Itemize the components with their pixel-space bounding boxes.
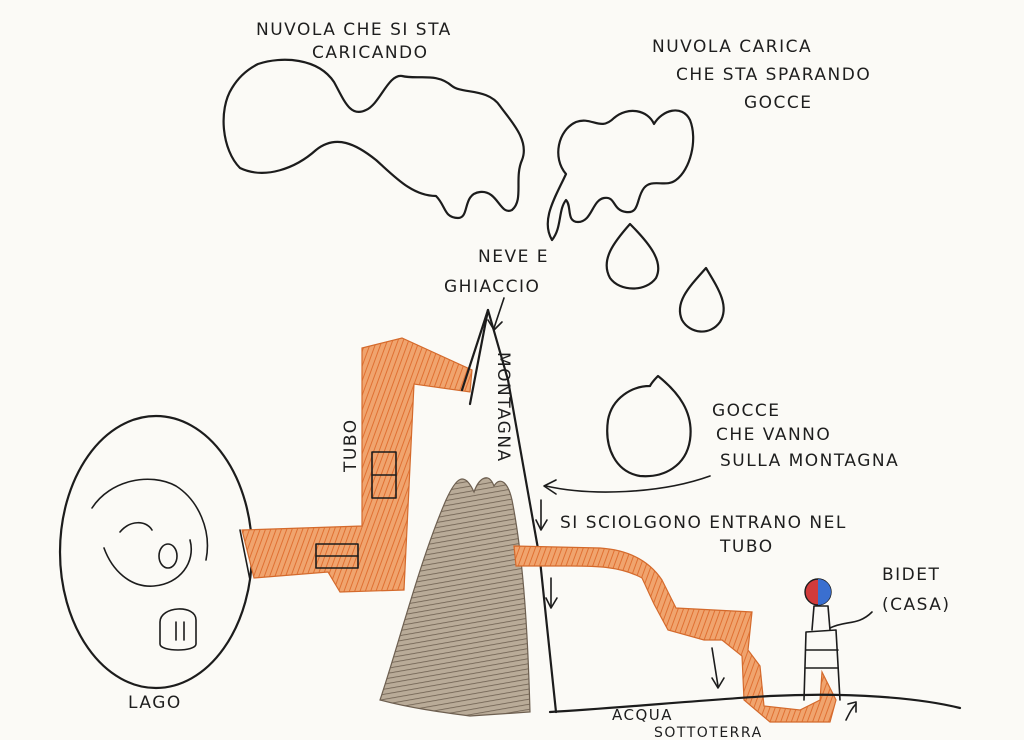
label-mountain: MONTAGNA — [493, 352, 513, 463]
arrow-melt-down — [535, 499, 548, 531]
raindrop-icon — [606, 374, 692, 478]
cloud-left-icon — [222, 58, 525, 220]
label-cloud-loading-line2: CARICANDO — [312, 43, 429, 63]
label-snow-ice-line2: GHIACCIO — [444, 277, 540, 297]
label-bidet-line2: (CASA) — [882, 595, 951, 615]
label-water-line1: ACQUA — [612, 706, 673, 724]
label-lake: LAGO — [128, 693, 182, 713]
ground-line — [548, 693, 962, 714]
arrow-down-left — [545, 577, 558, 609]
label-cloud-charged-line1: NUVOLA CARICA — [652, 37, 812, 57]
label-cloud-charged-line2: CHE STA SPARANDO — [676, 65, 871, 85]
lake-icon — [58, 414, 254, 690]
label-water-line2: SOTTOTERRA — [654, 725, 763, 740]
arrow-drops-mountain — [543, 475, 711, 495]
label-drops-line1: GOCCE — [712, 401, 781, 421]
label-cloud-charged-line3: GOCCE — [744, 93, 813, 113]
arrow-snow — [487, 297, 505, 331]
label-melt-line1: SI SCIOLGONO ENTRANO NEL — [560, 513, 847, 533]
label-pipe: TUBO — [341, 418, 361, 473]
raindrop-icon — [605, 222, 660, 290]
arrow-up-bidet — [845, 701, 857, 721]
label-melt-line2: TUBO — [719, 537, 774, 557]
mountain-icon — [379, 308, 558, 717]
bidet-icon — [803, 578, 873, 701]
arrow-down-right — [711, 647, 725, 689]
cloud-right-icon — [546, 109, 695, 242]
pipe-left — [239, 337, 473, 593]
label-bidet-line1: BIDET — [882, 565, 940, 585]
label-cloud-loading-line1: NUVOLA CHE SI STA — [256, 20, 452, 40]
pipe-right — [513, 545, 837, 723]
label-drops-line3: SULLA MONTAGNA — [720, 451, 899, 471]
raindrop-icon — [678, 266, 725, 333]
label-drops-line2: CHE VANNO — [716, 425, 831, 445]
label-snow-ice-line1: NEVE E — [478, 247, 549, 267]
